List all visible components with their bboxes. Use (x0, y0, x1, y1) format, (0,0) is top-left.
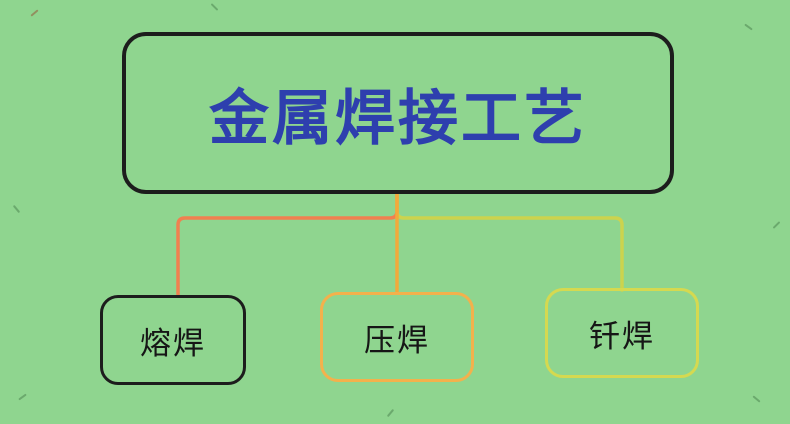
child-node-fusion[interactable]: 熔焊 (100, 295, 246, 385)
child-node-fusion-label: 熔焊 (140, 325, 206, 361)
child-node-brazing[interactable]: 钎焊 (545, 288, 699, 378)
decor-mark (744, 23, 753, 31)
decor-mark (386, 408, 395, 418)
decor-mark (210, 3, 219, 11)
connector-brazing (395, 192, 624, 292)
decor-mark (30, 9, 39, 17)
decor-mark (772, 221, 781, 229)
child-node-pressure[interactable]: 压焊 (320, 292, 474, 382)
decor-mark (18, 393, 27, 401)
child-node-brazing-label: 钎焊 (589, 318, 655, 354)
connector-fusion (176, 192, 399, 298)
root-node[interactable]: 金属焊接工艺 (122, 32, 674, 194)
decor-mark (752, 395, 761, 403)
decor-mark (12, 204, 21, 214)
root-node-label: 金属焊接工艺 (209, 84, 587, 152)
child-node-pressure-label: 压焊 (364, 322, 430, 358)
